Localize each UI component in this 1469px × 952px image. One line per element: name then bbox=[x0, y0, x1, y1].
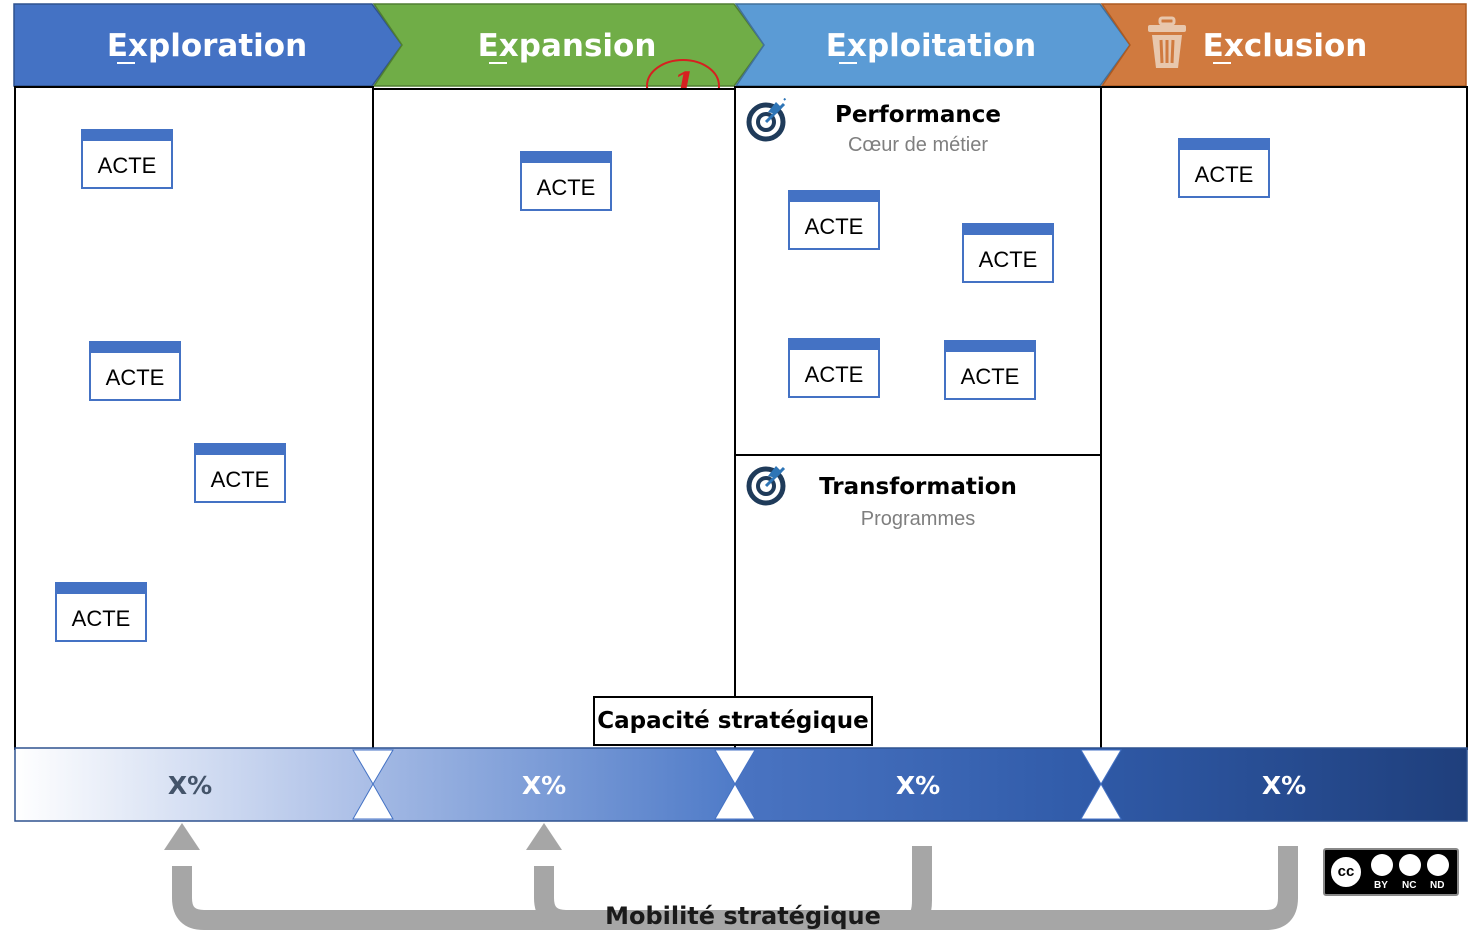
acte-card-bar bbox=[1180, 140, 1268, 150]
acte-label: ACTE bbox=[210, 467, 270, 492]
percentage-exploitation: X% bbox=[895, 771, 941, 800]
transformation-subtitle: Programmes bbox=[860, 508, 976, 530]
percentage-expansion: X% bbox=[521, 771, 567, 800]
transformation-title: Transformation bbox=[819, 474, 1017, 500]
acte-card-bar bbox=[57, 584, 145, 594]
target-icon bbox=[746, 98, 788, 142]
header-expansion-label: Expansion bbox=[374, 24, 760, 68]
separator-2 bbox=[714, 749, 756, 820]
cc-icon: cc bbox=[1329, 855, 1363, 889]
mobilite-label: Mobilité stratégique bbox=[605, 902, 881, 930]
trash-icon bbox=[1148, 16, 1186, 68]
capacite-label: Capacité stratégique bbox=[593, 696, 873, 746]
header-exclusion-text: Exclusion bbox=[1202, 28, 1368, 64]
license-nd: ND bbox=[1430, 880, 1445, 891]
acte-card[interactable]: ACTE bbox=[89, 341, 181, 401]
acte-card[interactable]: ACTE bbox=[944, 340, 1036, 400]
header-shapes bbox=[13, 3, 1467, 87]
license-nc: NC bbox=[1402, 880, 1417, 891]
acte-card[interactable]: ACTE bbox=[788, 190, 880, 250]
mobility-path-right bbox=[534, 846, 1298, 930]
performance-title: Performance bbox=[834, 102, 1002, 128]
acte-card-bar bbox=[83, 131, 171, 141]
header-expansion-text: Expansion bbox=[477, 28, 657, 64]
column-headers: Exploration Expansion Exploitation Exclu… bbox=[0, 0, 1469, 113]
column-exclusion bbox=[1100, 86, 1468, 750]
acte-label: ACTE bbox=[536, 175, 596, 200]
header-exploitation-text: Exploitation bbox=[825, 28, 1037, 64]
acte-label: ACTE bbox=[804, 362, 864, 387]
acte-label: ACTE bbox=[978, 247, 1038, 272]
performance-subtitle: Cœur de métier bbox=[847, 134, 989, 156]
acte-card[interactable]: ACTE bbox=[520, 151, 612, 211]
percentage-bar bbox=[14, 747, 1468, 822]
nc-dollar-icon bbox=[1399, 854, 1421, 876]
header-exclusion-label: Exclusion bbox=[1200, 24, 1370, 68]
acte-label: ACTE bbox=[960, 364, 1020, 389]
acte-card[interactable]: ACTE bbox=[1178, 138, 1270, 198]
segment-2 bbox=[373, 748, 735, 821]
percentage-exclusion: X% bbox=[1261, 771, 1307, 800]
arrowhead-expansion bbox=[526, 823, 562, 850]
segment-1 bbox=[15, 748, 373, 821]
segment-4 bbox=[1101, 748, 1467, 821]
header-exploration-underline bbox=[117, 62, 135, 64]
header-exploration-shape bbox=[13, 3, 403, 87]
separator-1 bbox=[352, 749, 394, 820]
acte-label: ACTE bbox=[105, 365, 165, 390]
acte-label: ACTE bbox=[804, 214, 864, 239]
acte-card-bar bbox=[790, 340, 878, 350]
acte-card[interactable]: ACTE bbox=[962, 223, 1054, 283]
acte-card[interactable]: ACTE bbox=[194, 443, 286, 503]
column-exploration bbox=[14, 86, 374, 750]
acte-card[interactable]: ACTE bbox=[81, 129, 173, 189]
target-icon bbox=[746, 466, 786, 506]
by-person-icon bbox=[1371, 854, 1393, 876]
cc-by-nc-nd-icon: cc BY NC ND bbox=[1323, 848, 1459, 896]
percentage-exploration: X% bbox=[167, 771, 213, 800]
acte-card-bar bbox=[196, 445, 284, 455]
license-by: BY bbox=[1374, 880, 1388, 891]
acte-label: ACTE bbox=[97, 153, 157, 178]
acte-card-bar bbox=[91, 343, 179, 353]
acte-card-bar bbox=[522, 153, 610, 163]
header-expansion-underline bbox=[489, 62, 507, 64]
nd-equal-icon bbox=[1427, 854, 1449, 876]
segment-3 bbox=[735, 748, 1101, 821]
arrowhead-exploration bbox=[164, 823, 200, 850]
acte-card[interactable]: ACTE bbox=[788, 338, 880, 398]
header-exclusion-underline bbox=[1213, 62, 1231, 64]
acte-card-bar bbox=[946, 342, 1034, 352]
header-exploration-label: Exploration bbox=[14, 24, 400, 68]
acte-card-bar bbox=[964, 225, 1052, 235]
acte-card[interactable]: ACTE bbox=[55, 582, 147, 642]
percentage-bar-border bbox=[14, 747, 1468, 822]
header-exploitation-label: Exploitation bbox=[736, 24, 1126, 68]
mobility-arrows bbox=[164, 823, 1298, 930]
header-exploitation-underline bbox=[839, 62, 857, 64]
acte-label: ACTE bbox=[71, 606, 131, 631]
acte-card-bar bbox=[790, 192, 878, 202]
acte-label: ACTE bbox=[1194, 162, 1254, 187]
header-exploration-text: Exploration bbox=[106, 28, 308, 64]
separator-3 bbox=[1080, 749, 1122, 820]
